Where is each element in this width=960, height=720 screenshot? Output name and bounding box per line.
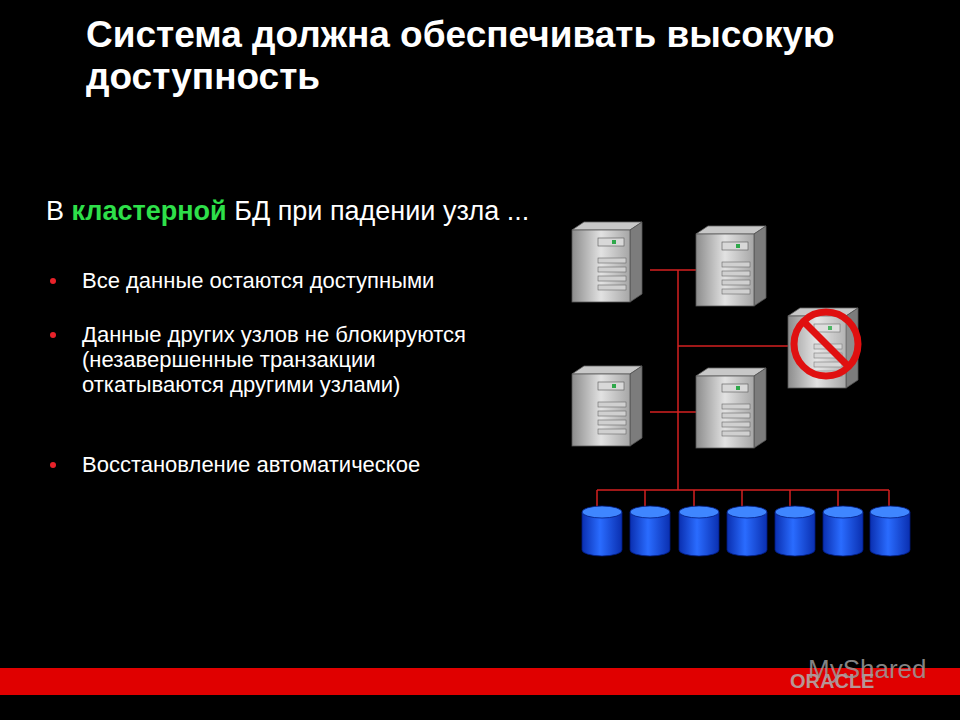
bullet-text: Восстановление автоматическое: [82, 452, 522, 477]
slide-title: Система должна обеспечивать высокую дост…: [86, 14, 906, 98]
intro-part: БД при падении узла ...: [234, 196, 529, 226]
bullet-text: Все данные остаются доступными: [82, 268, 522, 293]
bullet-dot: [50, 462, 56, 468]
intro-text: В кластерной БД при падении узла ...: [46, 196, 530, 227]
highlight-word: кластерной: [72, 196, 227, 226]
bullet-dot: [50, 332, 56, 338]
bullet-text: Данные других узлов не блокируются (неза…: [82, 322, 522, 397]
bullet-dot: [50, 278, 56, 284]
watermark: MyShared: [808, 654, 927, 685]
intro-part: В: [46, 196, 64, 226]
